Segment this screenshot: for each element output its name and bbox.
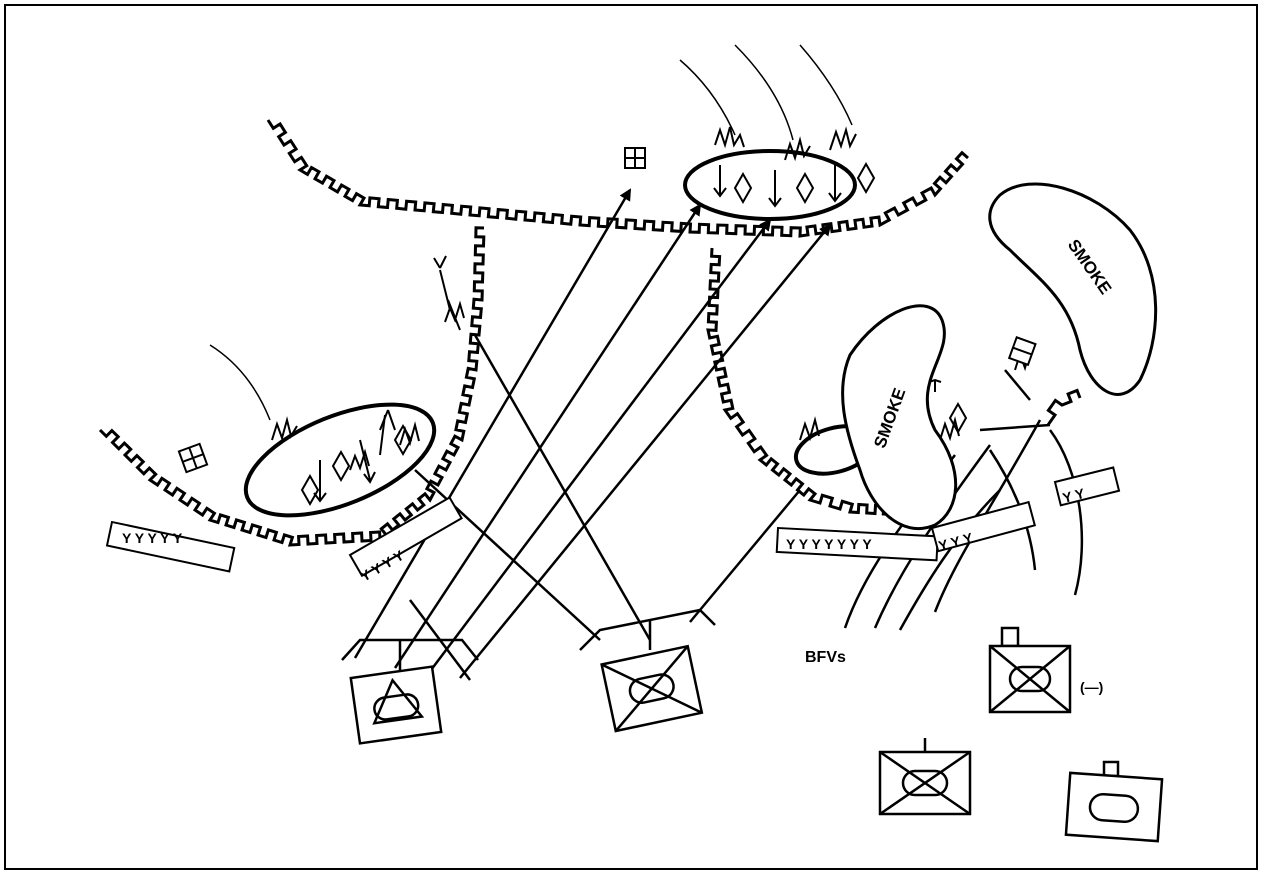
trench-far-right <box>1046 388 1082 426</box>
unit-bottom-mech <box>878 738 972 816</box>
enemy-position-left <box>243 402 437 518</box>
unit-left <box>341 638 479 745</box>
smoke-cloud-left <box>841 304 958 531</box>
svg-text:Y Y Y Y Y Y Y: Y Y Y Y Y Y Y <box>786 536 872 552</box>
troop-arrows <box>313 165 942 503</box>
friendly-units <box>341 608 1164 843</box>
svg-text:Y Y: Y Y <box>1061 485 1087 506</box>
enemy-positions <box>243 149 877 518</box>
artillery-trajectories <box>209 44 853 421</box>
enemy-vehicle-markers <box>300 161 968 507</box>
unit-bottom-armor <box>1064 760 1164 843</box>
enemy-position-top <box>683 149 857 221</box>
trench-left <box>98 226 486 547</box>
unit-right-reduced <box>988 626 1072 714</box>
diagram-frame <box>4 4 1258 870</box>
squad-bar-far-right <box>1053 466 1121 507</box>
obstacle-symbols <box>177 147 1037 474</box>
smoke-cloud-right <box>988 182 1158 396</box>
smoke-clouds <box>841 182 1158 531</box>
reduced-unit-label: (—) <box>1080 679 1103 695</box>
svg-text:Y Y Y Y Y: Y Y Y Y Y <box>122 530 183 546</box>
fire-lines <box>353 188 832 681</box>
trench-lines <box>98 119 1082 547</box>
squad-bar-left <box>105 520 236 573</box>
unit-center <box>579 608 716 733</box>
squad-bar-mid <box>348 496 463 578</box>
friendly-squads <box>105 466 1121 578</box>
trench-top <box>266 119 969 238</box>
trench-right <box>706 247 903 517</box>
squad-bar-right-2 <box>930 500 1037 553</box>
bfvs-label: BFVs <box>805 649 846 666</box>
